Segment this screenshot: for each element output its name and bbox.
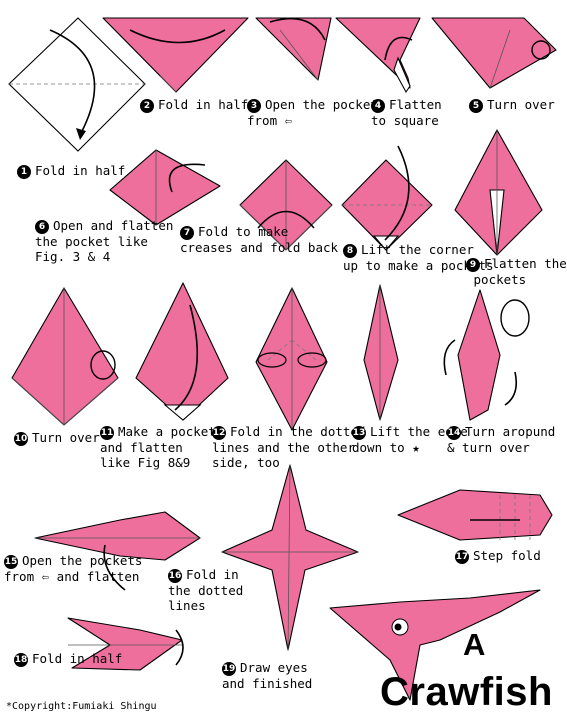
step-2-figure bbox=[102, 17, 249, 93]
step-3-figure bbox=[255, 17, 332, 81]
page-title: Crawfish bbox=[380, 670, 553, 714]
step-13-figure bbox=[363, 284, 399, 421]
step-10-figure bbox=[11, 287, 119, 426]
step-9-figure bbox=[454, 129, 543, 256]
step-19-figure bbox=[329, 589, 541, 701]
step-1-figure bbox=[8, 17, 146, 152]
step-14-figure bbox=[443, 289, 530, 421]
title-letter: A bbox=[463, 627, 486, 662]
step-8-figure bbox=[341, 145, 433, 251]
step-7-figure bbox=[239, 159, 333, 251]
step-5-figure bbox=[431, 17, 557, 89]
step-15-figure bbox=[34, 511, 201, 591]
step-6-figure bbox=[109, 149, 221, 226]
step-4-figure bbox=[335, 17, 421, 94]
copyright-note: *Copyright:Fumiaki Shingu bbox=[6, 701, 157, 712]
step-18-figure bbox=[67, 617, 184, 671]
step-12-figure bbox=[255, 287, 328, 431]
step-16-figure bbox=[221, 464, 359, 651]
step-11-figure bbox=[135, 282, 229, 421]
step-17-figure bbox=[397, 489, 553, 541]
